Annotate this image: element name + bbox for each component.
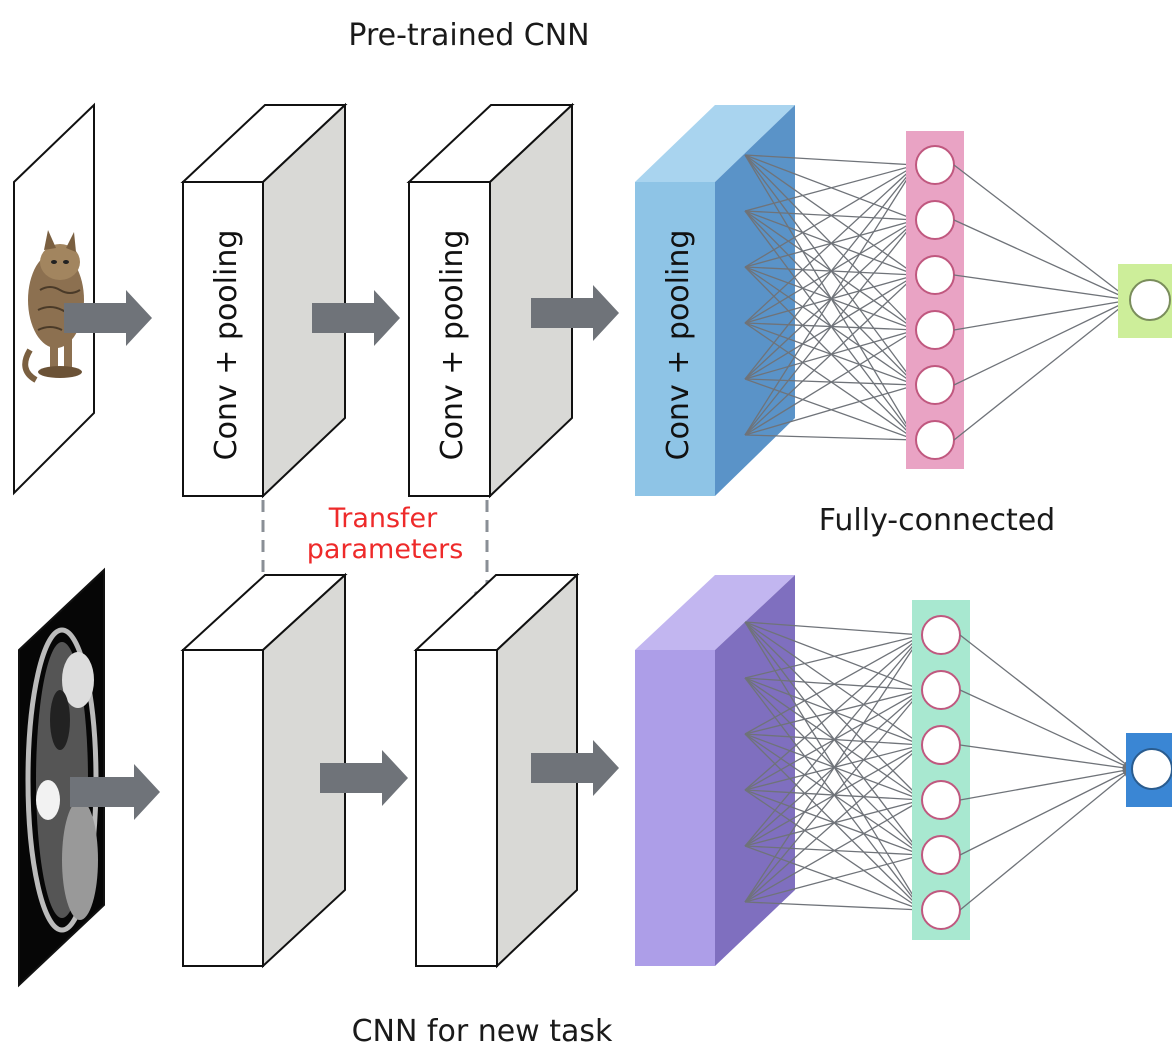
fc-node-2 bbox=[921, 725, 961, 765]
fc-edge-5-3 bbox=[744, 329, 917, 436]
fc-edge-4-0 bbox=[744, 634, 923, 847]
fc-edge-5-2 bbox=[744, 744, 923, 903]
out-edge-0 bbox=[959, 634, 1133, 770]
bottom-arrow-3 bbox=[531, 740, 619, 796]
fc-edge-0-0 bbox=[744, 154, 917, 169]
bottom-arrow-1 bbox=[70, 764, 160, 820]
transfer-parameters: Transfer parameters bbox=[249, 500, 501, 609]
transfer-label-line-2: parameters bbox=[307, 534, 464, 565]
bottom-title: CNN for new task bbox=[352, 1014, 613, 1049]
top-arrow-3 bbox=[531, 285, 619, 341]
transfer-label-line-1: Transfer bbox=[328, 503, 438, 534]
ct-liver bbox=[62, 800, 98, 920]
out-edge-5 bbox=[953, 299, 1131, 441]
top-title: Pre-trained CNN bbox=[348, 18, 589, 53]
fc-node-2 bbox=[915, 255, 955, 295]
bottom-conv-block-3 bbox=[635, 575, 795, 966]
fc-edge-5-4 bbox=[744, 383, 917, 436]
fc-node-3 bbox=[915, 310, 955, 350]
fc-edge-5-1 bbox=[744, 219, 917, 436]
out-edge-5 bbox=[959, 768, 1133, 911]
fc-edge-1-0 bbox=[744, 633, 923, 679]
fc-edge-5-5 bbox=[744, 901, 923, 914]
fc-node-4 bbox=[915, 365, 955, 405]
fc-edge-5-5 bbox=[744, 434, 917, 444]
fc-edge-0-0 bbox=[744, 621, 923, 639]
out-edge-0 bbox=[953, 164, 1131, 301]
out-edge-4 bbox=[959, 768, 1133, 856]
bottom-row bbox=[18, 567, 1172, 988]
out-edge-1 bbox=[959, 689, 1133, 770]
out-edge-3 bbox=[959, 766, 1133, 801]
top-conv-label-1: Conv + pooling bbox=[209, 230, 244, 461]
fc-edge-2-0 bbox=[744, 634, 923, 735]
bottom-arrow-2 bbox=[320, 750, 408, 806]
top-fc-layer bbox=[906, 131, 964, 469]
out-edge-1 bbox=[953, 219, 1131, 301]
input-image-cat bbox=[13, 102, 95, 496]
out-edge-2 bbox=[959, 744, 1133, 772]
top-arrow-1 bbox=[64, 290, 152, 346]
input-image-ct bbox=[18, 567, 105, 988]
fc-edge-5-1 bbox=[744, 689, 923, 903]
fc-edge-4-0 bbox=[744, 164, 917, 380]
top-conv-label-2: Conv + pooling bbox=[435, 230, 470, 461]
fc-edge-5-3 bbox=[744, 799, 923, 903]
top-arrow-2 bbox=[312, 290, 400, 346]
bottom-output-connections bbox=[959, 634, 1133, 911]
fc-edge-5-4 bbox=[744, 853, 923, 903]
fc-node-0 bbox=[921, 615, 961, 655]
fc-edge-3-0 bbox=[744, 634, 923, 791]
fully-connected-label: Fully-connected bbox=[819, 503, 1055, 538]
out-edge-3 bbox=[953, 297, 1131, 331]
fc-node-5 bbox=[915, 420, 955, 460]
fc-node-4 bbox=[921, 835, 961, 875]
fc-edge-5-0 bbox=[744, 164, 917, 436]
top-output-connections bbox=[953, 164, 1131, 441]
fc-node-1 bbox=[921, 670, 961, 710]
out-edge-2 bbox=[953, 274, 1131, 303]
fc-edge-2-0 bbox=[744, 164, 917, 268]
fc-edge-3-0 bbox=[744, 164, 917, 324]
top-output-node bbox=[1129, 279, 1171, 321]
fc-node-1 bbox=[915, 200, 955, 240]
ct-cavity bbox=[50, 690, 70, 750]
bottom-output-node bbox=[1131, 748, 1172, 790]
ct-spine bbox=[36, 780, 60, 820]
ct-organ-1 bbox=[62, 652, 94, 708]
bottom-conv-block-1 bbox=[180, 572, 348, 969]
top-conv-label-3: Conv + pooling bbox=[661, 230, 696, 461]
top-conv-block-3: Conv + pooling bbox=[635, 105, 795, 496]
top-conv-block-1: Conv + pooling bbox=[180, 102, 348, 499]
fc-edge-5-0 bbox=[744, 634, 923, 903]
top-row: Conv + pooling Conv + pooling Conv + poo… bbox=[13, 102, 1172, 499]
fc-edge-1-0 bbox=[744, 163, 917, 212]
out-edge-4 bbox=[953, 299, 1131, 386]
fc-node-5 bbox=[921, 890, 961, 930]
bottom-conv-block-2 bbox=[413, 572, 580, 969]
top-fc-connections bbox=[744, 154, 917, 444]
fc-edge-5-2 bbox=[744, 274, 917, 436]
fc-node-0 bbox=[915, 145, 955, 185]
bottom-fc-connections bbox=[744, 621, 923, 914]
bottom-fc-layer bbox=[912, 600, 970, 940]
fc-node-3 bbox=[921, 780, 961, 820]
